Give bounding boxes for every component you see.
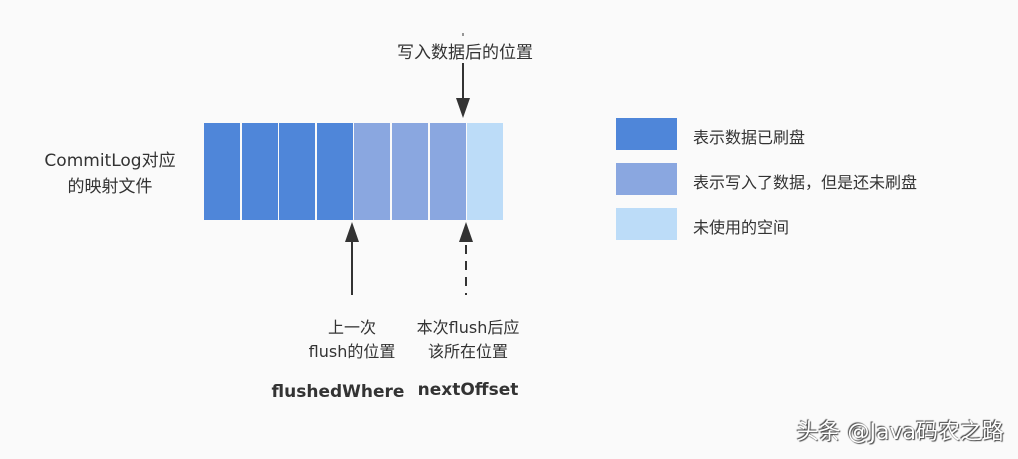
file-label: CommitLog对应 的映射文件 xyxy=(20,148,200,200)
block-written xyxy=(354,123,391,220)
block-unused xyxy=(467,123,504,220)
legend-swatch-unused xyxy=(616,208,677,240)
flushed-where-var: flushedWhere xyxy=(271,382,405,402)
top-pointer-label: 写入数据后的位置 xyxy=(360,38,570,63)
block-written xyxy=(392,123,428,220)
legend-swatch-written xyxy=(616,163,677,195)
block-written xyxy=(429,123,466,220)
legend-swatch-flushed xyxy=(616,118,677,150)
file-label-line2: 的映射文件 xyxy=(67,177,153,197)
next-offset-var: nextOffset xyxy=(417,380,519,400)
flushed-where-desc-line1: 上一次 xyxy=(327,318,376,337)
flushed-where-arrow-head-icon xyxy=(345,222,359,242)
block-flushed xyxy=(279,123,316,220)
next-offset-desc: 本次flush后应 该所在位置 xyxy=(400,316,536,364)
legend-text-flushed: 表示数据已刷盘 xyxy=(693,128,806,147)
next-offset-desc-line1: 本次flush后应 xyxy=(416,318,520,337)
watermark: 头条 @Java码农之路 xyxy=(796,420,1004,445)
block-flushed xyxy=(241,123,278,220)
file-label-line1: CommitLog对应 xyxy=(44,151,176,171)
legend-text-unused: 未使用的空间 xyxy=(693,218,790,237)
block-flushed xyxy=(316,123,353,220)
top-arrow-head-icon xyxy=(456,98,470,118)
next-offset-arrow-head-icon xyxy=(459,222,473,242)
legend-text-written: 表示写入了数据，但是还未刷盘 xyxy=(693,173,918,192)
flushed-where-desc-line2: flush的位置 xyxy=(308,342,396,361)
flushed-where-desc: 上一次 flush的位置 xyxy=(280,316,424,364)
next-offset-desc-line2: 该所在位置 xyxy=(427,342,508,361)
block-flushed xyxy=(204,123,240,220)
